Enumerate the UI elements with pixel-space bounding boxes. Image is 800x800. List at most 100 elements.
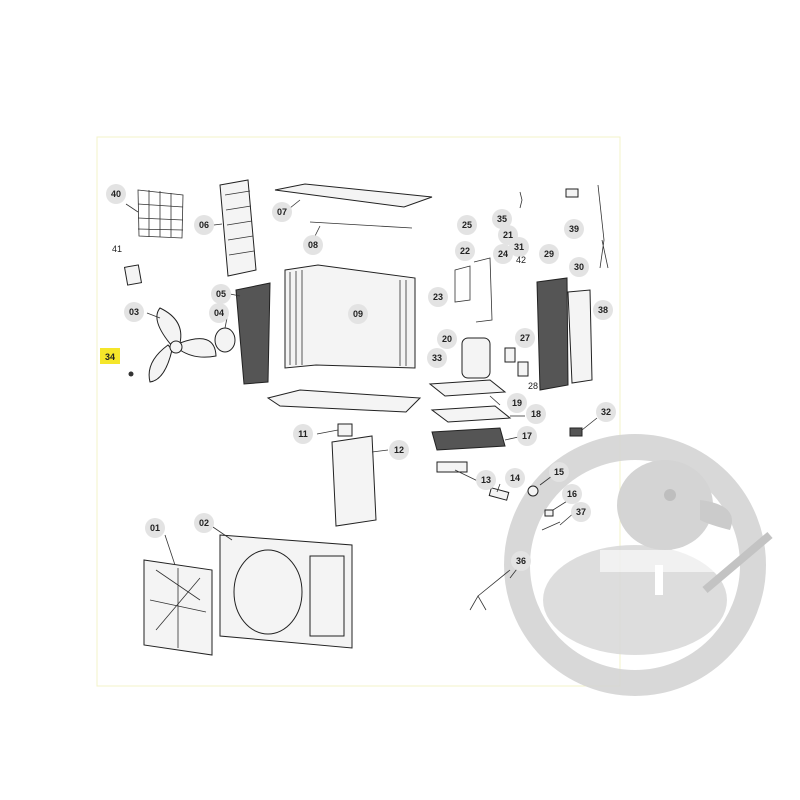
part-39-sensor-clip bbox=[565, 188, 579, 198]
label-19: 19 bbox=[507, 393, 527, 413]
svg-text:06: 06 bbox=[199, 220, 209, 230]
part-01-front-grille bbox=[143, 559, 213, 656]
highlight-box bbox=[100, 348, 120, 364]
label-06: 06 bbox=[194, 215, 214, 235]
part-18-pcb-board bbox=[430, 405, 512, 423]
part-27-relay bbox=[504, 347, 516, 363]
svg-text:05: 05 bbox=[216, 289, 226, 299]
label-38: 38 bbox=[593, 300, 613, 320]
label-24: 24 bbox=[493, 244, 513, 264]
part-19-compressor-plate bbox=[428, 379, 507, 397]
label-07: 07 bbox=[272, 202, 292, 222]
svg-text:08: 08 bbox=[308, 240, 318, 250]
svg-text:37: 37 bbox=[576, 507, 586, 517]
label-34: 34 bbox=[105, 352, 115, 362]
label-25: 25 bbox=[457, 215, 477, 235]
part-20-compressor bbox=[461, 337, 491, 379]
label-42: 42 bbox=[516, 255, 526, 265]
label-18: 18 bbox=[526, 404, 546, 424]
label-17: 17 bbox=[517, 426, 537, 446]
part-04-fan-motor bbox=[214, 327, 236, 353]
label-13: 13 bbox=[476, 470, 496, 490]
label-29: 29 bbox=[539, 244, 559, 264]
part-28-terminal-block bbox=[517, 361, 529, 377]
part-16-small-screw bbox=[544, 509, 554, 517]
label-09: 09 bbox=[348, 304, 368, 324]
svg-text:21: 21 bbox=[503, 230, 513, 240]
svg-text:13: 13 bbox=[481, 475, 491, 485]
part-41-small-bracket bbox=[123, 264, 143, 286]
svg-text:14: 14 bbox=[510, 473, 520, 483]
svg-text:04: 04 bbox=[214, 308, 224, 318]
svg-text:30: 30 bbox=[574, 262, 584, 272]
label-11: 11 bbox=[293, 424, 313, 444]
label-14: 14 bbox=[505, 468, 525, 488]
part-37-sensor bbox=[541, 521, 561, 531]
part-32-connector bbox=[569, 427, 583, 437]
svg-text:07: 07 bbox=[277, 207, 287, 217]
svg-text:11: 11 bbox=[298, 429, 308, 439]
svg-text:15: 15 bbox=[554, 467, 564, 477]
label-35: 35 bbox=[492, 209, 512, 229]
svg-text:27: 27 bbox=[520, 333, 530, 343]
svg-text:16: 16 bbox=[567, 489, 577, 499]
label-31: 31 bbox=[509, 237, 529, 257]
part-05-motor-bracket bbox=[235, 282, 271, 385]
label-03: 03 bbox=[124, 302, 144, 322]
part-36-wire-harness bbox=[469, 569, 511, 611]
label-01: 01 bbox=[145, 518, 165, 538]
label-22: 22 bbox=[455, 241, 475, 261]
svg-text:33: 33 bbox=[432, 353, 442, 363]
part-13-filter-component bbox=[436, 461, 468, 473]
label-04: 04 bbox=[209, 303, 229, 323]
part-14-terminal bbox=[488, 487, 510, 501]
part-08-support-strip bbox=[309, 221, 413, 229]
part-base-pan bbox=[266, 389, 422, 413]
part-03-fan-blade bbox=[148, 307, 217, 383]
label-27: 27 bbox=[515, 328, 535, 348]
label-23: 23 bbox=[428, 287, 448, 307]
svg-text:02: 02 bbox=[199, 518, 209, 528]
svg-text:25: 25 bbox=[462, 220, 472, 230]
label-33: 33 bbox=[427, 348, 447, 368]
svg-text:29: 29 bbox=[544, 249, 554, 259]
part-06-air-filter bbox=[219, 179, 257, 277]
part-07-top-cover bbox=[274, 183, 433, 208]
label-20: 20 bbox=[437, 329, 457, 349]
part-40-rear-grille bbox=[137, 189, 184, 239]
svg-text:32: 32 bbox=[601, 407, 611, 417]
part-38-cable bbox=[597, 184, 609, 269]
part-11-drain-fitting bbox=[337, 423, 353, 437]
label-36: 36 bbox=[511, 551, 531, 571]
label-32: 32 bbox=[596, 402, 616, 422]
svg-text:24: 24 bbox=[498, 249, 508, 259]
part-17-electronic-module bbox=[431, 427, 506, 451]
svg-text:22: 22 bbox=[460, 246, 470, 256]
svg-text:12: 12 bbox=[394, 445, 404, 455]
label-02: 02 bbox=[194, 513, 214, 533]
svg-text:09: 09 bbox=[353, 309, 363, 319]
label-37: 37 bbox=[571, 502, 591, 522]
svg-text:19: 19 bbox=[512, 398, 522, 408]
part-02-front-panel bbox=[219, 534, 353, 649]
part-30-control-panel bbox=[567, 289, 593, 384]
svg-text:36: 36 bbox=[516, 556, 526, 566]
svg-text:23: 23 bbox=[433, 292, 443, 302]
svg-text:40: 40 bbox=[111, 189, 121, 199]
svg-text:39: 39 bbox=[569, 224, 579, 234]
label-28: 28 bbox=[528, 381, 538, 391]
label-16: 16 bbox=[562, 484, 582, 504]
label-15: 15 bbox=[549, 462, 569, 482]
label-39: 39 bbox=[564, 219, 584, 239]
label-40: 40 bbox=[106, 184, 126, 204]
part-15-valve-cap bbox=[527, 485, 539, 497]
svg-text:17: 17 bbox=[522, 431, 532, 441]
label-12: 12 bbox=[389, 440, 409, 460]
part-29-control-box-cover bbox=[536, 277, 569, 391]
part-34-screw bbox=[128, 371, 134, 377]
svg-text:38: 38 bbox=[598, 305, 608, 315]
svg-text:31: 31 bbox=[514, 242, 524, 252]
label-30: 30 bbox=[569, 257, 589, 277]
part-23-valve-assembly bbox=[454, 257, 493, 323]
